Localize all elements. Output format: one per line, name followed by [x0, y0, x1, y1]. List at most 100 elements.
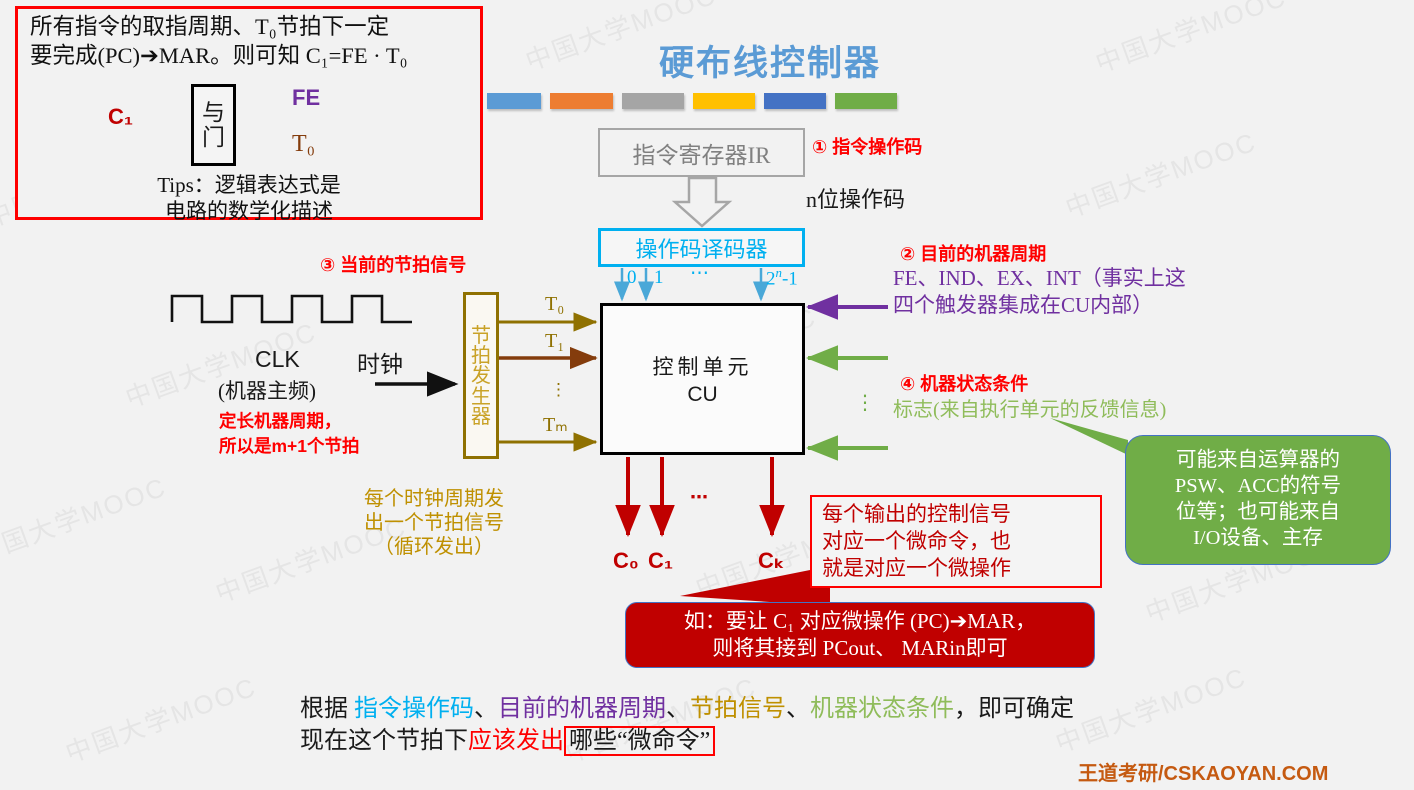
- decoder-output-1: 1: [654, 267, 664, 288]
- tact-generator-box: 节 拍 发 生 器: [463, 292, 499, 459]
- annotation-2-line1: FE、IND、EX、INT（事实上这: [893, 266, 1186, 290]
- red-callout-line1: 每个输出的控制信号: [822, 502, 1011, 527]
- cu-label-cn: 控制单元: [652, 355, 753, 379]
- summary-prefix: 根据: [300, 696, 354, 722]
- footer-brand: 王道考研/CSKAOYAN.COM: [1078, 763, 1329, 785]
- and-gate-label-top: 与: [202, 99, 225, 125]
- annotation-1-label: ① 指令操作码: [812, 137, 923, 157]
- summary-part-opcode: 指令操作码: [354, 696, 474, 722]
- summary-sep-1: 、: [474, 696, 498, 722]
- summary-boxed-question: 哪些“微命令”: [564, 725, 716, 756]
- t0-label: T₀: [545, 293, 565, 315]
- annotation-1-title: ① 指令操作码: [812, 133, 922, 159]
- cu-right-ellipsis: ⋮: [855, 392, 875, 414]
- watermark: 中国大学MOOC: [0, 471, 171, 569]
- tips-line2: 电路的数学化描述: [165, 199, 333, 224]
- tact-char-2: 发: [471, 365, 491, 388]
- watermark: 中国大学MOOC: [61, 671, 261, 769]
- annotation-4-body: 标志(来自执行单元的反馈信息): [893, 399, 1167, 421]
- tips-text: Tips：逻辑表达式是 电路的数学化描述: [15, 172, 483, 225]
- decoder-output-ellipsis: ⋯: [690, 263, 709, 284]
- decoder-output-0: 0: [627, 267, 637, 288]
- and-gate-box: 与 门: [191, 84, 236, 166]
- tips-line1: Tips：逻辑表达式是: [157, 173, 341, 197]
- summary-part-status: 机器状态条件: [810, 696, 954, 722]
- annotation-2-title: ② 目前的机器周期: [900, 240, 1046, 266]
- ck-output-label: Cₖ: [758, 548, 785, 573]
- clk-label: CLK: [255, 346, 300, 372]
- tact-char-0: 节: [471, 324, 491, 347]
- every-clock-line2: 出一个节拍信号: [364, 512, 504, 534]
- red-panel-line2: 要完成(PC)➔MAR。则可知 C₁=FE · T₀: [30, 41, 475, 70]
- bar-gray: [621, 93, 684, 109]
- clk-sublabel: (机器主频): [218, 379, 316, 403]
- bar-blue: [487, 93, 542, 109]
- instruction-register-box: 指令寄存器IR: [598, 128, 805, 177]
- green-callout-line1: 可能来自运算器的: [1176, 449, 1340, 472]
- dark-callout-line1: 如：要让 C₁ 对应微操作 (PC)➔MAR，: [683, 608, 1037, 633]
- color-bar-strip: [487, 93, 898, 109]
- fe-input-label: FE: [292, 85, 321, 110]
- dark-callout-line2: 则将其接到 PCout、 MARin即可: [712, 636, 1008, 660]
- tact-char-4: 器: [471, 406, 491, 429]
- summary-line2-a: 现在这个节拍下: [300, 727, 468, 754]
- summary-sep-2: 、: [666, 696, 690, 722]
- c1-output-label: C₁: [108, 104, 133, 129]
- c1-output-label-diagram: C₁: [648, 548, 673, 573]
- cu-label-en: CU: [687, 383, 718, 406]
- page-title: 硬布线控制器: [658, 44, 881, 83]
- summary-sep-3: 、: [786, 696, 810, 722]
- red-callout-line2: 对应一个微命令，也: [822, 529, 1011, 554]
- watermark: 中国大学MOOC: [1091, 0, 1291, 79]
- c0-output-label: C₀: [613, 548, 639, 573]
- fixed-length-note: 定长机器周期， 所以是m+1个节拍: [219, 409, 360, 460]
- annotation-3-label: ③ 当前的节拍信号: [320, 255, 467, 275]
- green-callout-line3: 位等；也可能来自: [1176, 501, 1340, 523]
- bar-orange: [550, 93, 613, 109]
- fixed-length-line1: 定长机器周期，: [219, 411, 342, 431]
- tm-label: Tₘ: [543, 414, 568, 436]
- n-bits-opcode-label: n位操作码: [806, 187, 906, 212]
- tact-char-1: 拍: [471, 344, 491, 367]
- red-callout: 每个输出的控制信号 对应一个微命令，也 就是对应一个微操作: [810, 495, 1102, 588]
- summary-part-machine-cycle: 目前的机器周期: [498, 696, 666, 722]
- watermark: 中国大学MOOC: [1051, 661, 1251, 759]
- left-red-panel: [15, 6, 483, 220]
- every-clock-note: 每个时钟周期发 出一个节拍信号 （循环发出）: [364, 487, 504, 559]
- annotation-2-body: FE、IND、EX、INT（事实上这 四个触发器集成在CU内部）: [893, 265, 1186, 319]
- t0-input-label: T₀: [292, 131, 316, 157]
- control-unit-box: 控制单元 CU: [600, 303, 805, 455]
- dark-red-callout: 如：要让 C₁ 对应微操作 (PC)➔MAR， 则将其接到 PCout、 MAR…: [625, 602, 1095, 668]
- green-callout-line2: PSW、ACC的符号: [1174, 475, 1342, 498]
- summary-line2: 现在这个节拍下应该发出哪些“微命令”: [300, 725, 1074, 758]
- green-callout-line4: I/O设备、主存: [1193, 526, 1323, 549]
- decoder-output-last: 2n-1: [766, 265, 798, 290]
- t-ellipsis: ⋮: [550, 380, 567, 399]
- opcode-decoder-box: 操作码译码器: [598, 228, 805, 267]
- summary-line1: 根据 指令操作码、目前的机器周期、节拍信号、机器状态条件，即可确定: [300, 694, 1074, 726]
- annotation-2-label: ② 目前的机器周期: [900, 244, 1047, 264]
- watermark: 中国大学MOOC: [1061, 126, 1261, 224]
- red-panel-line2b: MAR。则可知 C₁=FE · T₀: [158, 43, 408, 69]
- annotation-3-title: ③ 当前的节拍信号: [320, 251, 466, 277]
- c-outputs-ellipsis: ⋯: [690, 487, 708, 507]
- annotation-4-title: ④ 机器状态条件: [900, 370, 1028, 396]
- summary-part-tact-signal: 节拍信号: [690, 696, 786, 722]
- red-panel-text: 所有指令的取指周期、T₀节拍下一定 要完成(PC)➔MAR。则可知 C₁=FE …: [30, 12, 475, 71]
- bar-green: [834, 93, 898, 109]
- red-panel-line1: 所有指令的取指周期、T₀节拍下一定: [30, 14, 390, 39]
- and-gate-label-bottom: 门: [202, 125, 225, 150]
- red-panel-line2a: 要完成(PC): [30, 43, 141, 69]
- arrow-glyph: ➔: [140, 43, 159, 69]
- bar-indigo: [763, 93, 826, 109]
- every-clock-line3: （循环发出）: [374, 536, 494, 558]
- clock-arrow-label: 时钟: [357, 352, 403, 377]
- red-callout-line3: 就是对应一个微操作: [822, 555, 1011, 580]
- tact-char-3: 生: [471, 385, 491, 408]
- t1-label: T₁: [545, 330, 565, 352]
- bar-yellow: [692, 93, 755, 109]
- annotation-2-line2: 四个触发器集成在CU内部）: [893, 292, 1154, 317]
- green-callout: 可能来自运算器的 PSW、ACC的符号 位等；也可能来自 I/O设备、主存: [1125, 435, 1391, 565]
- every-clock-line1: 每个时钟周期发: [364, 488, 504, 510]
